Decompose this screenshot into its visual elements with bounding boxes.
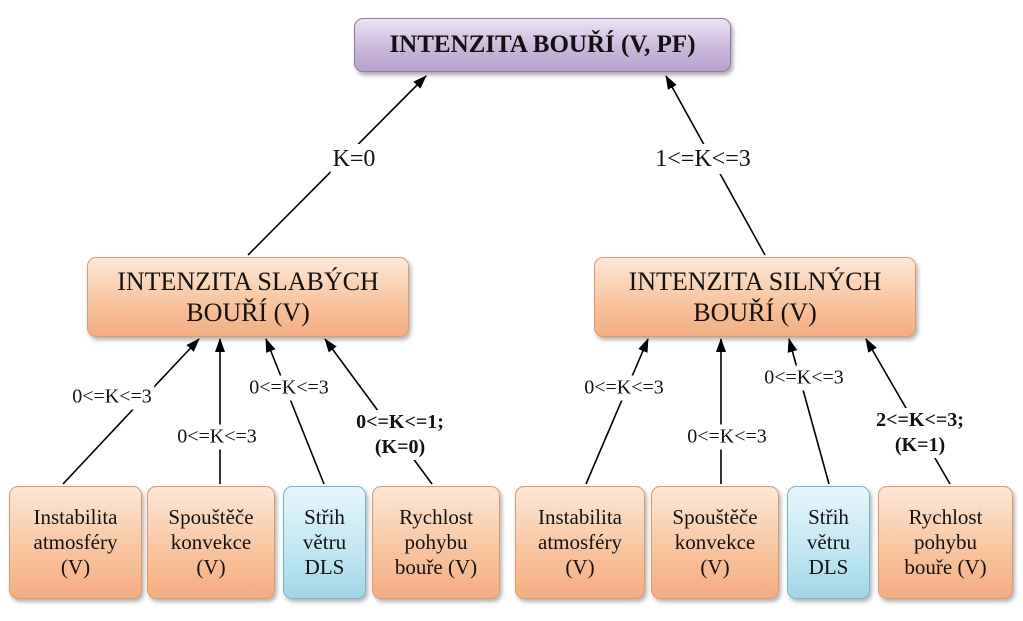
left-leaf-shear: Střih větru DLS	[283, 486, 366, 599]
left-leaf-instability: Instabilita atmosféry (V)	[9, 486, 142, 599]
left-leaf-triggers-line2: konvekce	[170, 529, 252, 554]
arrow-weak-shear	[265, 338, 325, 485]
edge-label-right-speed-line1: 2<=K<=3;	[876, 409, 964, 431]
right-leaf-shear-line1: Střih	[808, 504, 849, 529]
edge-label-left-speed-line2: (K=0)	[374, 436, 426, 458]
right-leaf-instability-line3: (V)	[565, 555, 595, 580]
left-leaf-shear-line2: větru	[302, 529, 347, 554]
right-leaf-speed-line2: pohybu	[914, 529, 977, 554]
right-leaf-triggers-line2: konvekce	[674, 529, 756, 554]
left-leaf-instability-line3: (V)	[60, 555, 91, 580]
edge-label-right-speed: 2<=K<=3; (K=1)	[874, 408, 966, 458]
edge-label-right-triggers: 0<=K<=3	[685, 424, 769, 450]
edge-label-left-speed: 0<=K<=1; (K=0)	[354, 410, 446, 460]
root-node-label: INTENZITA BOUŘÍ (V, PF)	[389, 31, 696, 58]
right-leaf-speed-line3: bouře (V)	[904, 555, 987, 580]
left-leaf-triggers-line1: Spouštěče	[168, 504, 254, 529]
right-leaf-shear-line3: DLS	[808, 555, 849, 580]
weak-storms-line2: BOUŘÍ (V)	[186, 298, 310, 327]
strong-storms-line2: BOUŘÍ (V)	[693, 298, 817, 327]
arrow-strong-shear	[787, 338, 830, 485]
edge-label-right-instability: 0<=K<=3	[582, 375, 666, 401]
arrow-weak-instability	[62, 338, 200, 485]
left-leaf-speed-line2: pohybu	[404, 529, 468, 554]
left-leaf-instability-line1: Instabilita	[33, 504, 118, 529]
edge-label-left-speed-line1: 0<=K<=1;	[356, 411, 444, 433]
edge-label-right-speed-line2: (K=1)	[894, 434, 946, 456]
right-leaf-speed-line1: Rychlost	[908, 504, 983, 529]
root-node: INTENZITA BOUŘÍ (V, PF)	[354, 18, 731, 72]
left-leaf-speed-line1: Rychlost	[399, 504, 473, 529]
strong-storms-line1: INTENZITA SILNÝCH	[628, 266, 882, 296]
weak-storms-node: INTENZITA SLABÝCH BOUŘÍ (V)	[87, 257, 409, 337]
left-leaf-triggers-line3: (V)	[196, 555, 226, 580]
left-leaf-instability-line2: atmosféry	[33, 529, 118, 554]
right-leaf-shear-line2: větru	[806, 529, 851, 554]
left-leaf-speed: Rychlost pohybu bouře (V)	[372, 486, 500, 599]
left-leaf-shear-line3: DLS	[304, 555, 345, 580]
arrow-strong-instability	[585, 338, 649, 485]
edge-label-weak: K=0	[330, 144, 378, 174]
edge-label-left-triggers: 0<=K<=3	[175, 424, 259, 450]
right-leaf-shear: Střih větru DLS	[787, 486, 870, 599]
right-leaf-instability: Instabilita atmosféry (V)	[515, 486, 645, 599]
edge-label-left-shear: 0<=K<=3	[247, 375, 331, 401]
edge-label-right-shear: 0<=K<=3	[762, 365, 846, 391]
edge-label-strong: 1<=K<=3	[653, 144, 753, 174]
edge-label-left-instability: 0<=K<=3	[70, 384, 154, 410]
weak-storms-line1: INTENZITA SLABÝCH	[117, 266, 379, 296]
right-leaf-instability-line1: Instabilita	[538, 504, 622, 529]
right-leaf-triggers-line1: Spouštěče	[672, 504, 758, 529]
right-leaf-triggers: Spouštěče konvekce (V)	[651, 486, 779, 599]
left-leaf-triggers: Spouštěče konvekce (V)	[147, 486, 275, 599]
right-leaf-speed: Rychlost pohybu bouře (V)	[878, 486, 1013, 599]
right-leaf-instability-line2: atmosféry	[538, 529, 622, 554]
left-leaf-speed-line3: bouře (V)	[394, 555, 478, 580]
strong-storms-node: INTENZITA SILNÝCH BOUŘÍ (V)	[594, 257, 916, 337]
left-leaf-shear-line1: Střih	[304, 504, 345, 529]
right-leaf-triggers-line3: (V)	[700, 555, 730, 580]
